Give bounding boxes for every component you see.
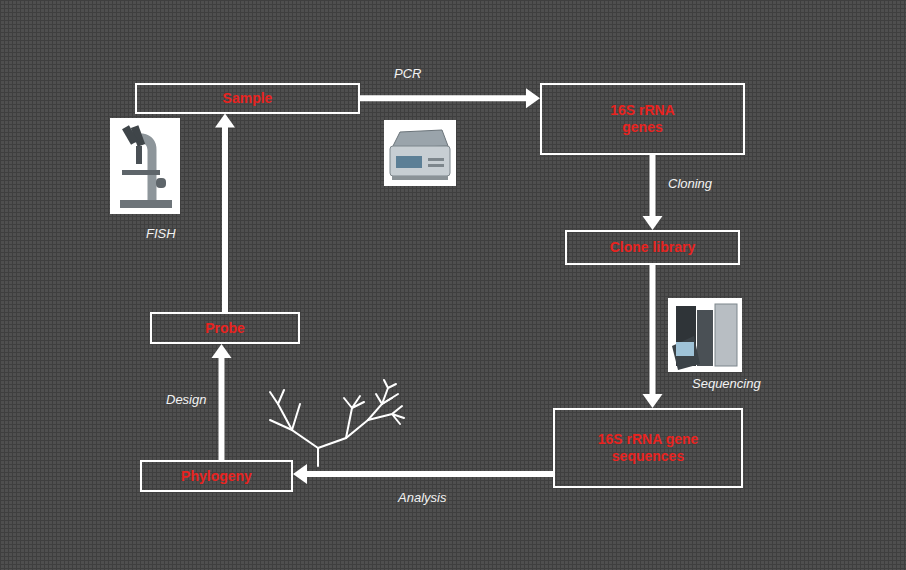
phylogenetic-tree-icon <box>270 380 404 466</box>
flow-arrow <box>643 155 663 230</box>
process-box: 16S rRNA genes <box>540 83 745 155</box>
arrow-head <box>212 344 232 358</box>
microscope-icon <box>110 118 180 214</box>
arrow-head <box>215 114 235 128</box>
edge-label: PCR <box>394 66 421 81</box>
edge-label: FISH <box>146 226 176 241</box>
arrow-head <box>643 216 663 230</box>
process-box: Probe <box>150 312 300 344</box>
box-label: Sample <box>223 90 273 107</box>
edge-label: Sequencing <box>692 376 761 391</box>
edge-label: Cloning <box>668 176 712 191</box>
arrow-shaft <box>219 356 225 460</box>
process-box: Phylogeny <box>140 460 293 492</box>
box-label: 16S rRNA genes <box>602 102 684 136</box>
pcr-machine-icon <box>384 120 456 186</box>
arrow-shaft <box>650 265 656 396</box>
sequencer-icon <box>668 298 742 372</box>
arrow-head <box>526 88 540 108</box>
arrow-shaft <box>305 471 553 477</box>
flow-arrow <box>360 88 540 108</box>
arrow-shaft <box>222 126 228 313</box>
process-box: Sample <box>135 83 360 114</box>
box-label: Phylogeny <box>181 468 252 485</box>
flow-arrow <box>212 344 232 460</box>
edge-label: Analysis <box>398 490 446 505</box>
arrow-shaft <box>650 155 656 218</box>
box-label: 16S rRNA gene sequences <box>588 431 708 465</box>
edge-label: Design <box>166 392 206 407</box>
arrow-head <box>643 394 663 408</box>
box-label: Clone library <box>610 239 696 256</box>
flow-arrow <box>643 265 663 408</box>
flow-arrow <box>293 464 553 484</box>
flow-arrow <box>215 114 235 313</box>
process-box: Clone library <box>565 230 740 265</box>
arrow-head <box>293 464 307 484</box>
box-label: Probe <box>205 320 245 337</box>
arrow-shaft <box>360 95 528 101</box>
process-box: 16S rRNA gene sequences <box>553 408 743 488</box>
